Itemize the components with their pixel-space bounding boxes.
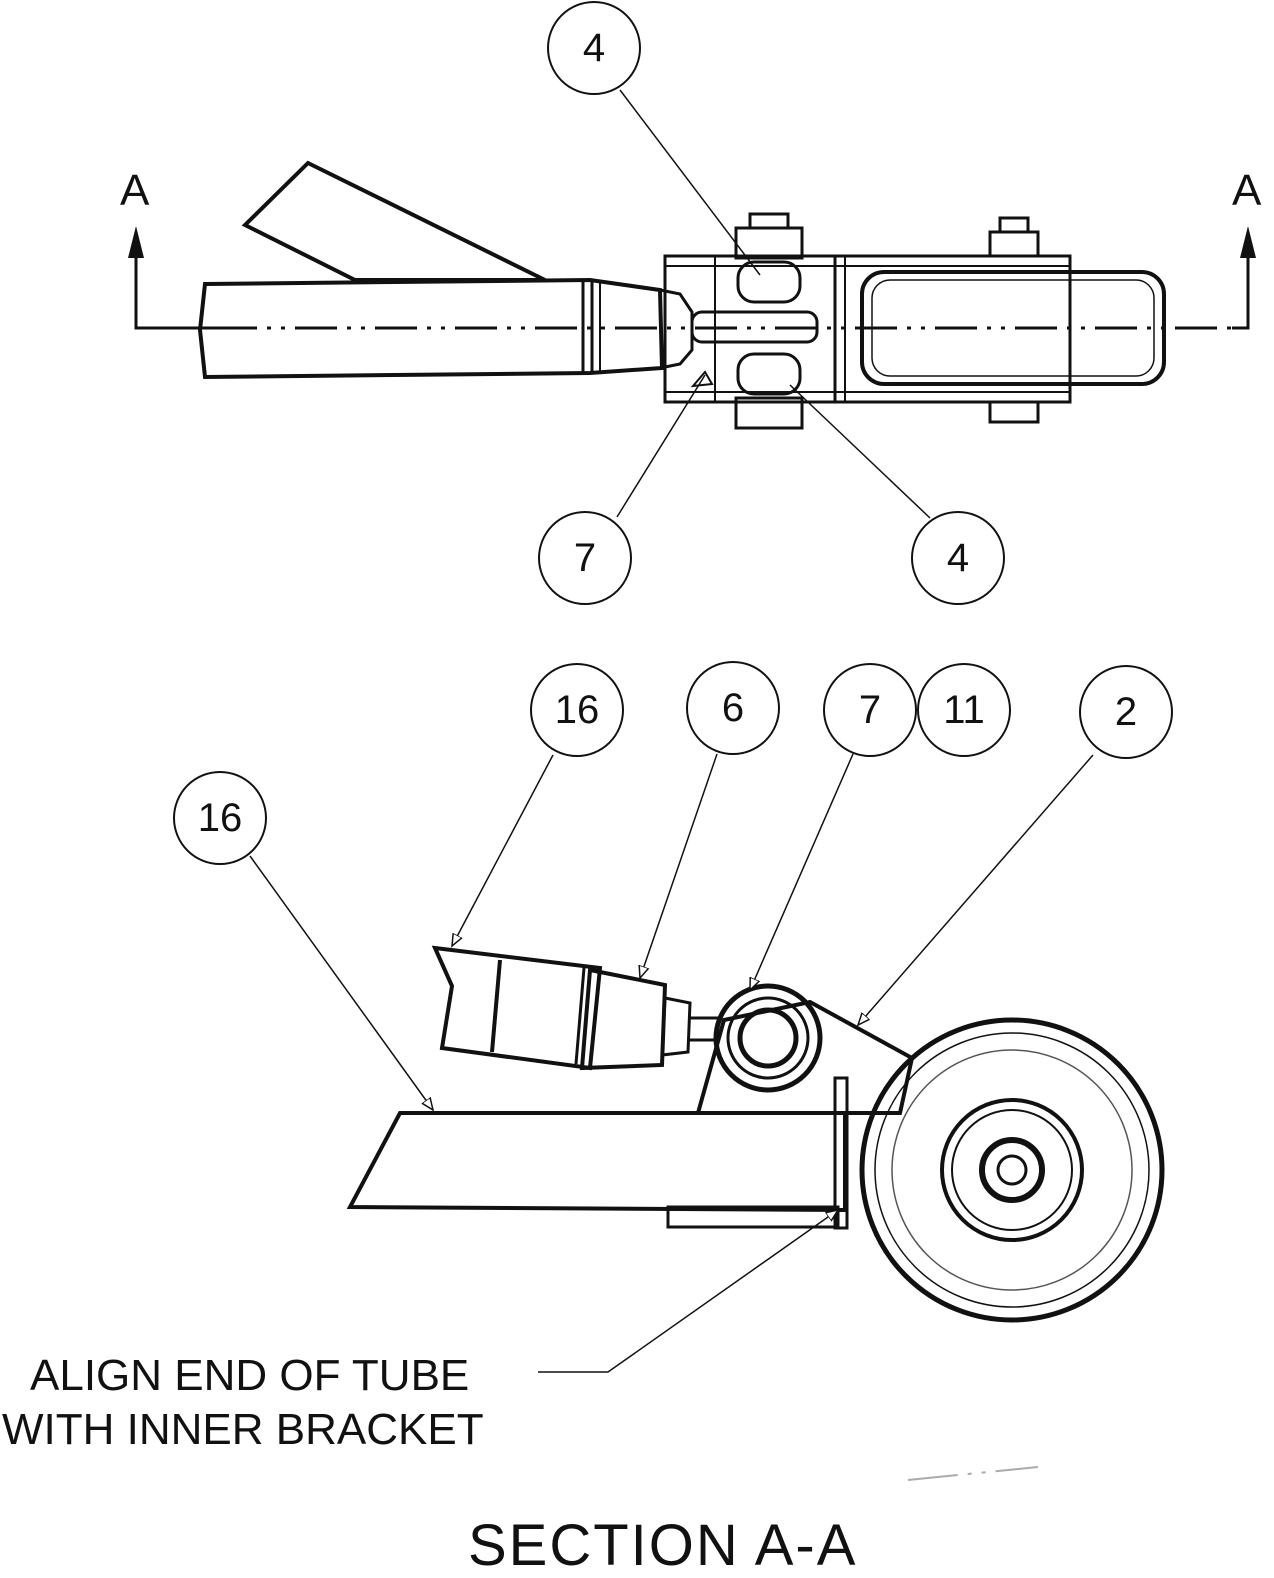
svg-text:7: 7 [859, 688, 881, 732]
bracket-frame [663, 254, 1072, 404]
note-line-1: ALIGN END OF TUBE [30, 1351, 469, 1400]
svg-text:16: 16 [198, 796, 243, 840]
balloon-sec-16a: 16 [530, 663, 624, 757]
balloon-sec-16b: 16 [173, 771, 267, 865]
svg-text:2: 2 [1115, 690, 1137, 734]
section-title: SECTION A-A [468, 1513, 857, 1578]
wheel-plan [860, 270, 1166, 386]
wheel-section [859, 1017, 1165, 1323]
balloon-sec-7: 7 [823, 663, 917, 757]
main-tube [197, 277, 665, 380]
svg-text:11: 11 [943, 688, 985, 732]
svg-text:4: 4 [947, 536, 969, 580]
balloon-sec-2: 2 [1079, 665, 1173, 759]
balloon-top-4a: 4 [547, 1, 641, 95]
balloon-top-7: 7 [538, 511, 632, 605]
balloon-top-4b: 4 [911, 511, 1005, 605]
svg-text:6: 6 [722, 686, 744, 730]
section-view [346, 945, 1165, 1323]
bushing-top [736, 260, 802, 304]
plan-leaders [616, 89, 931, 519]
plan-view [128, 160, 1256, 430]
centerline-fragment [907, 1466, 1039, 1481]
svg-text:7: 7 [574, 536, 596, 580]
note-line-2: WITH INNER BRACKET [2, 1405, 484, 1454]
svg-text:16: 16 [555, 688, 600, 732]
svg-text:4: 4 [583, 26, 605, 70]
angled-arm [241, 160, 546, 282]
section-mark-left: A [120, 166, 150, 215]
section-mark-right: A [1232, 166, 1262, 215]
section-leaders [249, 753, 1094, 1373]
pivot-bushing [713, 983, 823, 1093]
main-tube-section [346, 1111, 847, 1213]
balloon-sec-11: 11 [917, 663, 1011, 757]
balloon-sec-6: 6 [686, 661, 780, 755]
handle-tube [431, 945, 603, 1071]
section-cut-line [128, 226, 1256, 330]
bushing-bottom [736, 352, 802, 396]
